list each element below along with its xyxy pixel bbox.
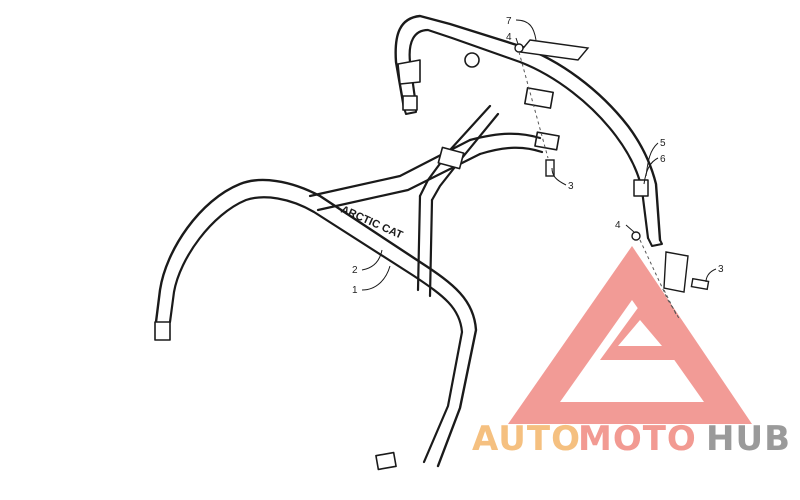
watermark-hub: HUB [706,419,791,459]
watermark-text: AUTO MOTO HUB [472,419,791,459]
front-roll-bar [154,104,544,471]
dashed-assembly-lines [518,51,681,321]
callout-6: 6 [660,154,666,165]
watermark-moto: MOTO [578,419,697,459]
callout-1: 1 [352,285,358,296]
brand-decal: ARCTIC CAT [339,204,405,242]
callout-3-right: 3 [718,264,724,275]
callout-2: 2 [352,265,358,276]
callout-5: 5 [660,138,666,149]
leader-lines [361,19,717,291]
callout-4-right: 4 [615,220,621,231]
watermark-logo [508,246,752,424]
watermark-auto: AUTO [472,419,581,459]
fastener-hardware [514,43,710,293]
callout-3-upper: 3 [568,181,574,192]
callout-7: 7 [506,16,512,27]
rear-roll-bar [394,14,663,247]
plate-part [518,39,590,61]
callout-4-top: 4 [506,32,512,43]
